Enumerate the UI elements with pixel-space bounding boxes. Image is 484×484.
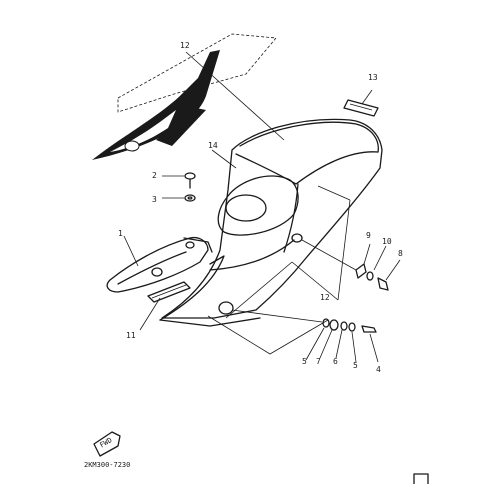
callout-10: 10 — [382, 237, 392, 246]
part-code-label: 2KM300-7230 — [84, 461, 130, 469]
callout-7: 7 — [316, 357, 321, 366]
callout-12-lower: 12 — [320, 293, 330, 302]
seat-cowling-body — [159, 118, 383, 327]
callout-6: 6 — [333, 357, 338, 366]
forward-arrow-icon: FWD — [93, 431, 121, 457]
fwd-label: FWD — [99, 436, 114, 449]
callout-3: 3 — [152, 195, 157, 204]
callout-5-right: 5 — [353, 361, 358, 370]
bolt-part-2 — [184, 172, 196, 189]
rubber-pad — [147, 281, 191, 303]
callout-4: 4 — [376, 365, 381, 374]
washer-part-3 — [184, 194, 196, 202]
callout-9: 9 — [366, 231, 371, 240]
callout-14: 14 — [208, 141, 218, 150]
leader-lines — [123, 51, 401, 363]
callout-1: 1 — [118, 229, 123, 238]
callout-8: 8 — [398, 249, 403, 258]
fastener-stack-lower — [231, 309, 377, 333]
callout-labels: 12 13 14 2 3 1 9 10 8 12 11 5 7 6 5 4 — [118, 41, 403, 374]
callout-11: 11 — [126, 331, 136, 340]
emblem-decal — [343, 99, 379, 117]
upper-decal-graphic — [92, 33, 277, 160]
frame-corner-mark — [413, 473, 429, 484]
left-side-cover — [106, 236, 213, 293]
callout-2: 2 — [152, 171, 157, 180]
callout-13: 13 — [368, 73, 378, 82]
fastener-stack-right — [301, 239, 389, 291]
callout-5-left: 5 — [302, 357, 307, 366]
callout-12-upper: 12 — [180, 41, 190, 50]
